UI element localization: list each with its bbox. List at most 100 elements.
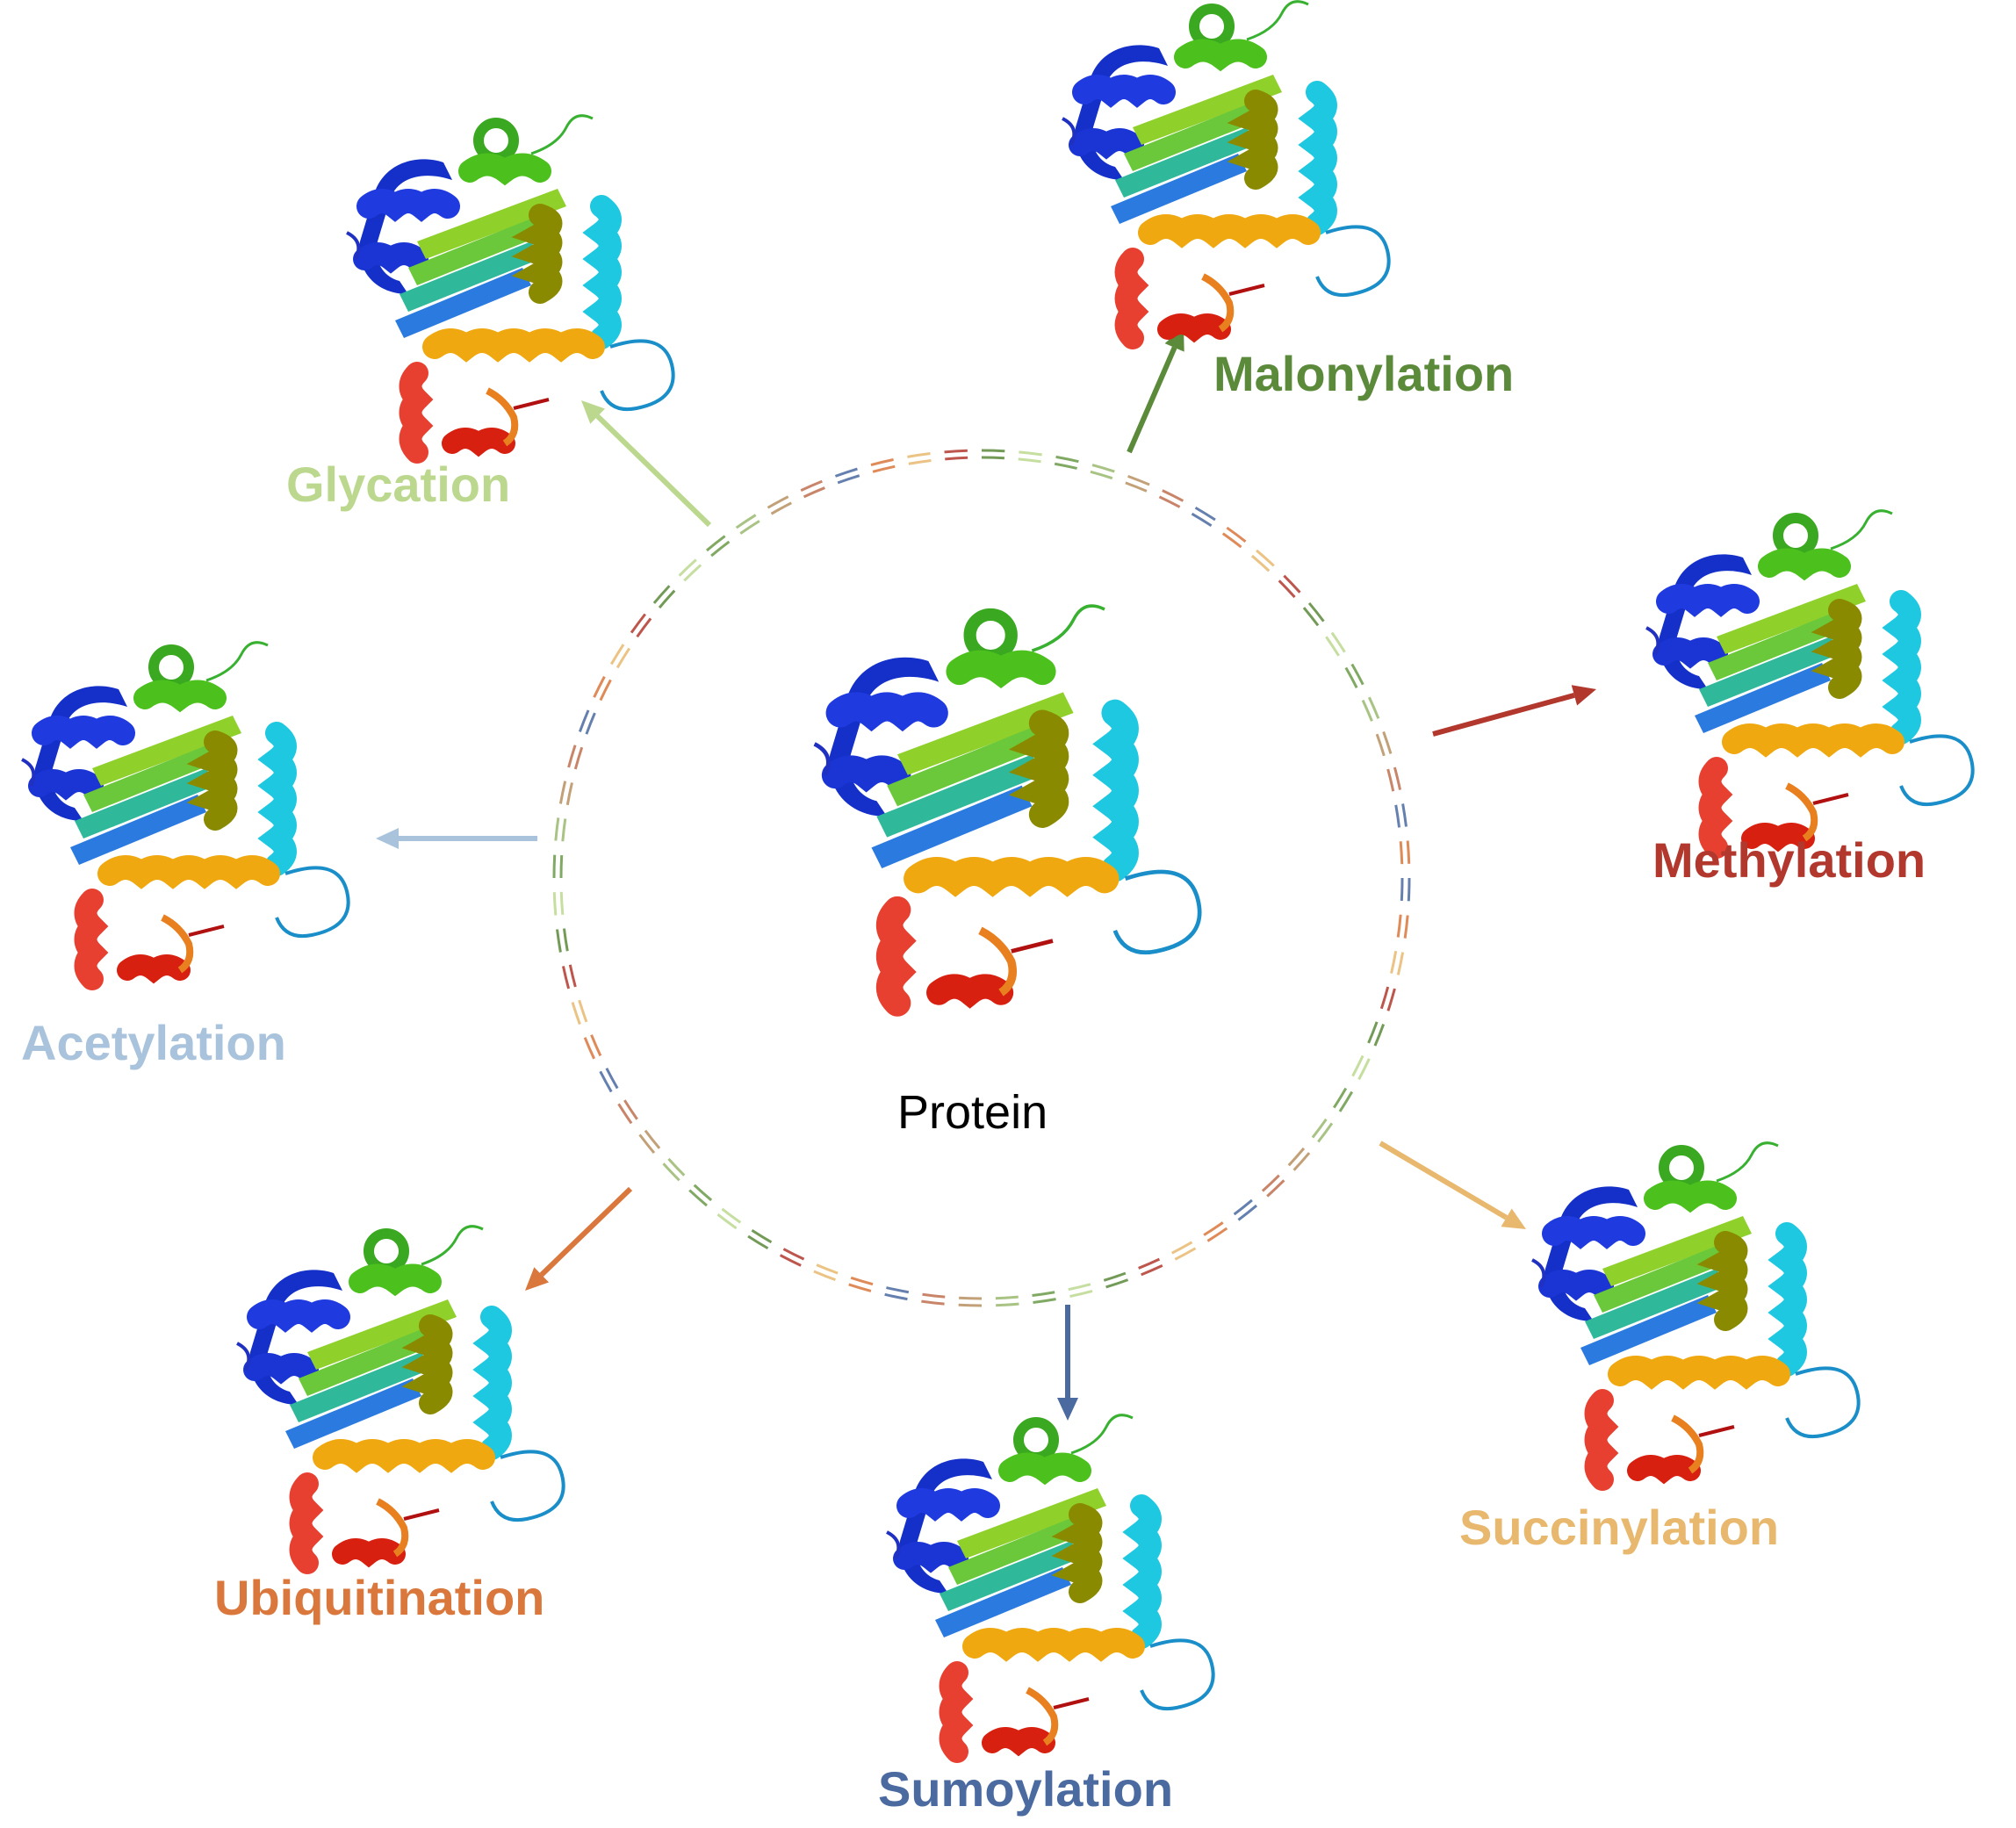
ring-segment	[816, 1263, 839, 1275]
ring-segment	[1237, 1204, 1258, 1221]
ring-segment	[567, 745, 577, 768]
ring-segment	[1018, 457, 1041, 464]
ring-segment	[558, 781, 567, 804]
label-ubiquitination: Ubiquitination	[214, 1570, 545, 1625]
ring-segment	[944, 449, 968, 454]
ring-segment	[561, 818, 567, 842]
ring-segment	[1261, 1174, 1280, 1192]
ring-segment	[593, 675, 606, 698]
ring-segment	[1386, 768, 1395, 792]
ring-segment	[1127, 474, 1150, 486]
ring-segment	[1394, 804, 1401, 828]
ring-segment	[638, 1134, 656, 1155]
ring-segment	[850, 1276, 874, 1286]
ring-segment	[1283, 574, 1301, 594]
arrows-group	[376, 327, 1596, 1421]
ring-segment	[1019, 450, 1042, 457]
ring-segment	[1206, 1227, 1228, 1242]
ring-segment	[1351, 1054, 1364, 1077]
ring-segment	[981, 456, 1004, 460]
ring-segment	[921, 1299, 945, 1306]
ring-segment	[1390, 950, 1398, 974]
ring-segment	[1287, 1147, 1306, 1167]
ring-segment	[995, 1295, 1019, 1300]
ring-segment	[590, 1034, 602, 1057]
arrow-ubiquitination	[525, 1186, 633, 1291]
ring-segment	[1033, 1298, 1056, 1304]
ring-segment	[1266, 1179, 1285, 1198]
ring-segment	[1138, 1257, 1161, 1270]
ring-segment	[1330, 631, 1346, 653]
ring-segment	[636, 617, 652, 638]
ring-segment	[1069, 1289, 1093, 1298]
ring-segment	[959, 1296, 983, 1300]
ring-segment	[583, 1037, 595, 1060]
ring-segment	[996, 1302, 1019, 1307]
ring-segment	[907, 452, 931, 458]
ring-segment	[1174, 1247, 1197, 1261]
ring-segment	[1158, 495, 1181, 508]
ring-segment	[1203, 1221, 1224, 1236]
ring-segment	[1292, 1152, 1311, 1171]
ring-segment	[578, 709, 590, 732]
label-glycation: Glycation	[286, 457, 511, 512]
arrow-sumoylation	[1057, 1305, 1078, 1421]
arrow-succinylation	[1379, 1141, 1526, 1229]
label-acetylation: Acetylation	[21, 1015, 286, 1070]
ring-segment	[662, 1162, 680, 1182]
ring-segment	[870, 457, 894, 467]
ring-segment	[1350, 663, 1364, 686]
ring-segment	[559, 891, 565, 915]
ring-segment	[1068, 1283, 1091, 1292]
ring-segment	[1221, 532, 1242, 549]
label-methylation: Methylation	[1652, 832, 1926, 888]
ring-segment	[767, 495, 789, 509]
ring-segment	[1338, 1090, 1354, 1112]
protein-sumoylation-icon	[887, 1415, 1213, 1752]
ring-segment	[658, 589, 676, 609]
ring-segment	[1032, 1291, 1055, 1298]
ring-segment	[554, 817, 560, 841]
protein-center-icon	[815, 606, 1200, 1003]
ring-segment	[605, 1068, 619, 1090]
arrow-methylation	[1432, 685, 1596, 737]
ring-segment	[1162, 489, 1184, 502]
ring-segment	[1103, 1271, 1127, 1282]
ring-segment	[617, 1103, 633, 1125]
ring-segment	[565, 782, 573, 806]
arrow-glycation	[581, 400, 712, 528]
ring-segment	[1399, 841, 1404, 865]
ring-segment	[1125, 481, 1148, 493]
ring-segment	[739, 520, 760, 535]
ring-segment	[710, 540, 731, 558]
ring-segment	[578, 999, 588, 1023]
ring-segment	[1375, 733, 1386, 757]
ring-segment	[1090, 470, 1113, 480]
ring-segment	[561, 966, 571, 990]
ring-segment	[872, 464, 896, 473]
ring-segment	[1317, 1122, 1334, 1143]
ring-segment	[834, 467, 858, 478]
ring-segment	[562, 928, 569, 952]
ring-segment	[884, 1292, 908, 1301]
ring-segment	[644, 1129, 661, 1149]
ring-segment	[721, 1207, 742, 1224]
protein-ubiquitination-icon	[237, 1227, 564, 1563]
ring-segment	[559, 855, 564, 879]
ring-segment	[1250, 554, 1271, 572]
ring-segment	[571, 1002, 581, 1026]
ring-segment	[1278, 579, 1296, 599]
ring-segment	[599, 679, 612, 702]
ring-segment	[1396, 952, 1405, 975]
protein-glycation-icon	[347, 116, 673, 452]
ring-segment	[552, 854, 557, 879]
ring-segment	[1256, 549, 1275, 567]
ring-segment	[1407, 877, 1411, 902]
ring-segment	[1325, 636, 1340, 657]
ring-segment	[678, 558, 697, 577]
ring-segment	[770, 501, 792, 515]
protein-methylation-icon	[1646, 511, 1973, 847]
ring-segment	[837, 474, 860, 485]
ring-segment	[1344, 666, 1358, 688]
ring-segment	[705, 535, 726, 552]
